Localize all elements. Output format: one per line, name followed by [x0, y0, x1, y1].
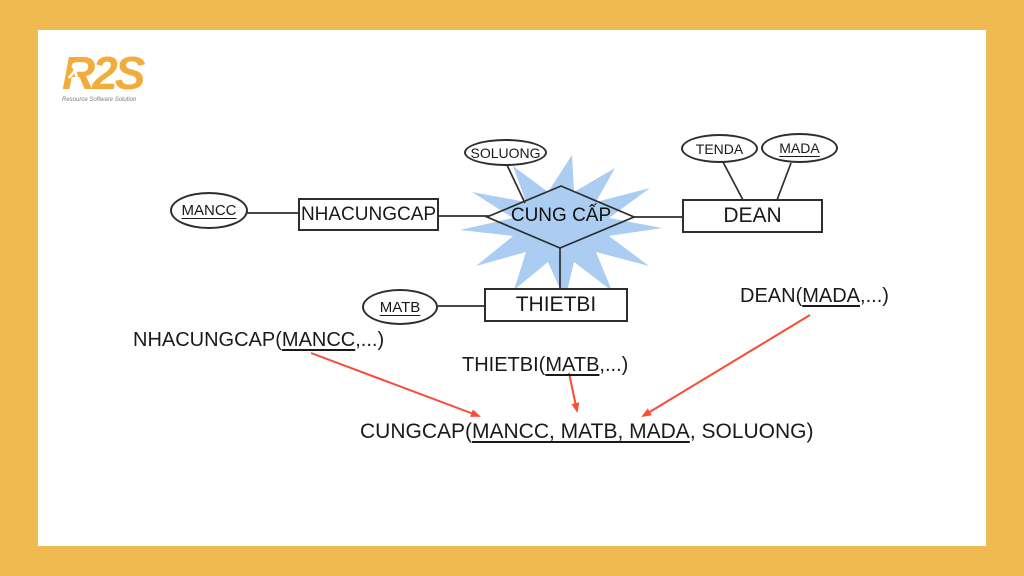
attribute-label: MADA — [779, 140, 820, 156]
schema-suffix: ,...) — [599, 354, 629, 376]
logo: R2S Resource Software Solution — [62, 50, 182, 103]
schema-key: MADA — [802, 285, 861, 307]
schema-key: MANCC, MATB, MADA — [472, 420, 690, 443]
attribute-mancc: MANCC — [170, 192, 248, 229]
entity-label: DEAN — [723, 204, 782, 227]
schema-prefix: NHACUNGCAP( — [133, 329, 282, 351]
logo-r2s: R2S — [62, 50, 182, 96]
attribute-soluong: SOLUONG — [464, 139, 547, 166]
schema-prefix: THIETBI( — [462, 354, 546, 376]
schema-thietbi: THIETBI(MATB,...) — [462, 354, 628, 377]
schema-prefix: DEAN( — [740, 285, 803, 307]
attribute-tenda: TENDA — [681, 134, 758, 163]
schema-key: MATB — [545, 354, 600, 376]
logo-person-icon — [68, 62, 84, 91]
attribute-mada: MADA — [761, 133, 838, 163]
attribute-label: MANCC — [181, 202, 237, 219]
entity-thietbi: THIETBI — [484, 288, 628, 322]
attribute-label: TENDA — [695, 140, 744, 157]
attribute-label: SOLUONG — [470, 144, 541, 161]
schema-key: MANCC — [281, 329, 356, 351]
attribute-label: MATB — [379, 298, 421, 316]
schema-prefix: CUNGCAP( — [360, 420, 473, 443]
entity-nhacungcap: NHACUNGCAP — [298, 198, 439, 231]
schema-suffix: , SOLUONG) — [689, 420, 814, 443]
logo-tagline: Resource Software Solution — [62, 97, 137, 103]
relationship-label: CUNG CẤP — [510, 205, 612, 226]
entity-dean: DEAN — [682, 199, 823, 233]
entity-label: THIETBI — [515, 293, 597, 316]
schema-nhacungcap: NHACUNGCAP(MANCC,...) — [133, 329, 384, 352]
attribute-matb: MATB — [362, 289, 438, 325]
entity-label: NHACUNGCAP — [300, 203, 437, 225]
schema-suffix: ,...) — [860, 285, 889, 307]
schema-cungcap: CUNGCAP(MANCC, MATB, MADA, SOLUONG) — [360, 420, 814, 444]
schema-dean: DEAN(MADA,...) — [740, 285, 889, 308]
schema-suffix: ,...) — [355, 329, 385, 351]
